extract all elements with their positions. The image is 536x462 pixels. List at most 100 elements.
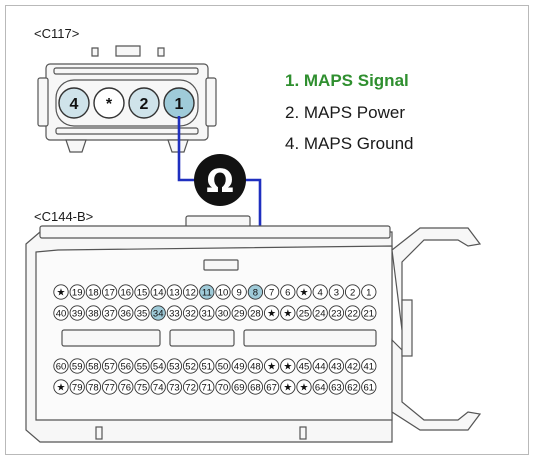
c144b-pin-label: ★ — [267, 362, 276, 373]
c144b-pin-label: 32 — [185, 309, 196, 320]
c144b-pin-19: 19 — [69, 284, 85, 300]
c144b-pin-8: 8 — [247, 284, 264, 300]
c144b-pin-label: 45 — [299, 362, 310, 373]
c144b-pin-38: 38 — [85, 305, 102, 321]
diagram-frame — [5, 5, 529, 455]
c144b-pin-40: 40 — [53, 305, 69, 321]
ohm-symbol: Ω — [206, 162, 233, 200]
c144b-pin-label: 18 — [88, 288, 99, 299]
c144b-pin-label: 14 — [153, 288, 164, 299]
c144b-pin-54: 54 — [150, 358, 166, 374]
c144b-pin-label: 67 — [266, 383, 277, 394]
c144b-pin-label: 58 — [88, 362, 99, 373]
c144b-pin-31: 31 — [199, 305, 215, 321]
c144b-pin-12: 12 — [182, 284, 199, 300]
c144b-pin-29: 29 — [231, 305, 247, 321]
legend-item-maps-signal: 1. MAPS Signal — [285, 71, 409, 90]
c144b-pin-label: ★ — [57, 288, 66, 299]
c144b-pin-28: 28 — [247, 305, 264, 321]
c144b-pin-73: 73 — [166, 379, 183, 395]
c144b-pin-16: 16 — [118, 284, 134, 300]
c144b-pin-label: 61 — [364, 383, 375, 394]
c144b-pin-label: 75 — [137, 383, 148, 394]
c144b-pin-21: 21 — [361, 305, 377, 321]
c144b-pin-72: 72 — [182, 379, 199, 395]
c144b-pin-label: 79 — [72, 383, 83, 394]
c144b-pin-label: 9 — [237, 288, 242, 299]
c144b-pin-13: 13 — [166, 284, 183, 300]
legend-item-maps-power: 2. MAPS Power — [285, 103, 405, 122]
c144b-pin-32: 32 — [182, 305, 199, 321]
c144b-pin-label: 19 — [72, 288, 83, 299]
c144b-pin-label: ★ — [300, 288, 309, 299]
c144b-pin-label: 10 — [218, 288, 229, 299]
c144b-pin-label: 69 — [234, 383, 245, 394]
c144b-pin-label: 68 — [250, 383, 261, 394]
c144b-pin-label: 73 — [169, 383, 180, 394]
c144b-pin-label: 72 — [185, 383, 196, 394]
c144b-pin-blank: ★ — [280, 379, 296, 395]
c144b-pin-33: 33 — [166, 305, 183, 321]
c144b-pin-56: 56 — [118, 358, 134, 374]
c117-pin-2: 2 — [128, 87, 160, 119]
c144b-pin-label: 56 — [121, 362, 132, 373]
c144b-pin-label: 54 — [153, 362, 164, 373]
c144b-pin-label: 25 — [299, 309, 310, 320]
c144b-pin-label: 43 — [331, 362, 342, 373]
c144b-pin-label: 74 — [153, 383, 164, 394]
c117-pin-1: 1 — [163, 87, 195, 119]
c144b-pin-41: 41 — [361, 358, 377, 374]
c144b-pin-79: 79 — [69, 379, 85, 395]
c144b-pin-label: 64 — [315, 383, 326, 394]
c144b-pin-35: 35 — [134, 305, 150, 321]
c144b-pin-58: 58 — [85, 358, 102, 374]
c144b-pin-label: 57 — [104, 362, 115, 373]
c144b-pin-label: ★ — [283, 362, 292, 373]
c144b-pin-label: 44 — [315, 362, 326, 373]
c117-pin-label: * — [106, 96, 113, 113]
connector-c117 — [37, 45, 217, 153]
c144b-pin-70: 70 — [215, 379, 231, 395]
c144b-pin-label: 35 — [137, 309, 148, 320]
c144b-pin-label: 3 — [334, 288, 339, 299]
c144b-pin-label: 24 — [315, 309, 326, 320]
c144b-pin-label: 28 — [250, 309, 261, 320]
c144b-pin-30: 30 — [215, 305, 231, 321]
c144b-pin-label: 2 — [350, 288, 355, 299]
connector-c117-label: <C117> — [34, 26, 80, 41]
c144b-pin-7: 7 — [263, 284, 280, 300]
c144b-pin-77: 77 — [101, 379, 118, 395]
c144b-pin-43: 43 — [328, 358, 345, 374]
c144b-pin-blank: ★ — [53, 284, 69, 300]
c144b-pin-label: 6 — [285, 288, 290, 299]
c144b-pin-label: ★ — [267, 309, 276, 320]
c144b-pin-label: 4 — [318, 288, 323, 299]
c117-pin-label: 2 — [140, 96, 149, 113]
c144b-pin-34: 34 — [150, 305, 166, 321]
c144b-pin-label: 36 — [121, 309, 132, 320]
c117-pin-label: 4 — [70, 96, 79, 113]
c144b-pin-blank: ★ — [296, 284, 312, 300]
c144b-pin-label: 59 — [72, 362, 83, 373]
c144b-pin-label: 78 — [88, 383, 99, 394]
c144b-pin-label: 52 — [185, 362, 196, 373]
c144b-pin-label: 62 — [347, 383, 358, 394]
c144b-pin-label: 29 — [234, 309, 245, 320]
c144b-pin-48: 48 — [247, 358, 264, 374]
c144b-pin-45: 45 — [296, 358, 312, 374]
c144b-pin-60: 60 — [53, 358, 69, 374]
c144b-pin-4: 4 — [312, 284, 328, 300]
c144b-pin-label: 63 — [331, 383, 342, 394]
c144b-pin-61: 61 — [361, 379, 377, 395]
c144b-pin-24: 24 — [312, 305, 328, 321]
c144b-pin-55: 55 — [134, 358, 150, 374]
c144b-pin-label: ★ — [57, 383, 66, 394]
c144b-pin-75: 75 — [134, 379, 150, 395]
connector-c144b — [25, 215, 482, 443]
c144b-pin-3: 3 — [328, 284, 345, 300]
c144b-pin-59: 59 — [69, 358, 85, 374]
c144b-pin-label: 41 — [364, 362, 375, 373]
c144b-pin-blank: ★ — [263, 358, 280, 374]
